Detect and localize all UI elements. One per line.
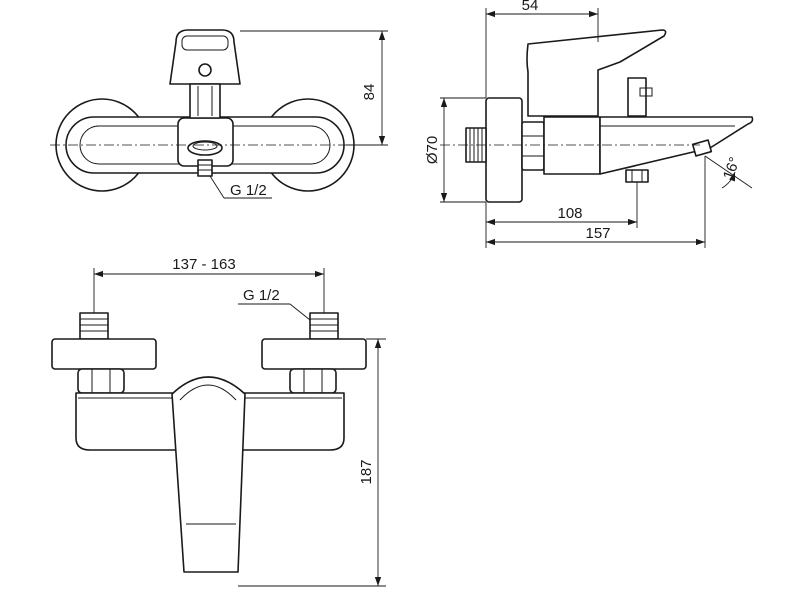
diverter-knob — [627, 77, 647, 117]
mixer-body-side — [543, 116, 601, 175]
thread-label-bottom: G 1/2 — [243, 287, 280, 304]
dim-diameter-70: Ø70 — [424, 136, 441, 164]
wall-disc-side — [485, 97, 523, 203]
dim-centers: 137 - 163 — [172, 256, 235, 273]
dim-height-84: 84 — [361, 84, 378, 101]
front-view: 84 G 1/2 — [50, 29, 388, 199]
handle-neck — [189, 83, 221, 119]
spout-side — [599, 116, 754, 175]
aerator-side — [691, 139, 713, 157]
shower-outlet-side — [625, 169, 649, 183]
right-inlet-thread — [309, 312, 339, 340]
spout-top — [171, 376, 246, 573]
right-nut — [289, 368, 337, 394]
dim-depth-54: 54 — [522, 0, 539, 14]
thread-label-top: G 1/2 — [230, 182, 267, 199]
lever-handle-side — [526, 29, 667, 117]
dim-spout-108: 108 — [557, 205, 582, 222]
lever-indicator — [198, 63, 212, 77]
dim-angle-16: 16° — [720, 155, 744, 182]
lever-handle-top — [169, 29, 241, 85]
right-rosette-top — [261, 338, 367, 370]
side-view: Ø70 54 108 157 16° — [424, 0, 754, 248]
left-nut — [77, 368, 125, 394]
left-rosette-top — [51, 338, 157, 370]
dim-height-187: 187 — [358, 459, 375, 484]
dim-spout-157: 157 — [585, 225, 610, 242]
outlet-nozzle — [187, 140, 223, 156]
shower-connector — [197, 159, 213, 177]
left-inlet-thread — [79, 312, 109, 340]
top-view: 137 - 163 G 1/2 187 — [51, 256, 386, 587]
nut-side — [521, 121, 545, 171]
